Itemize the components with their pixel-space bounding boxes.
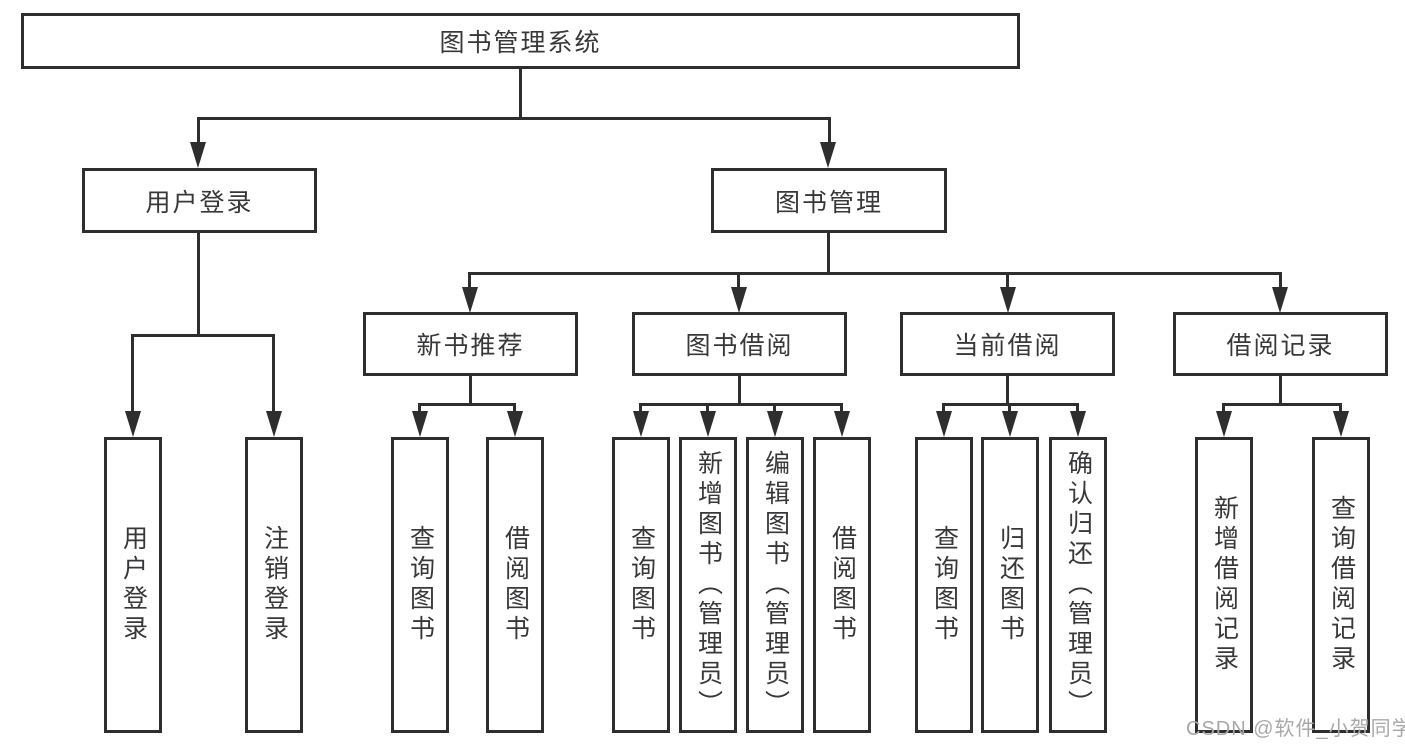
connector-line <box>737 275 740 289</box>
connector-line <box>942 406 945 414</box>
connector-line <box>197 117 831 120</box>
leaf-label: 用户登录 <box>119 525 148 645</box>
connector-line <box>513 406 516 414</box>
arrow-down-icon <box>1002 411 1018 437</box>
leaf-query-books-3: 查询图书 <box>915 437 973 733</box>
leaf-label: 查询图书 <box>406 525 435 645</box>
arrow-down-icon <box>1216 411 1232 437</box>
arrow-down-icon <box>1333 411 1349 437</box>
leaf-label: 确认归还（管理员） <box>1064 450 1093 720</box>
node-current-borrow: 当前借阅 <box>900 312 1115 376</box>
node-book-borrow: 图书借阅 <box>632 312 847 376</box>
arrow-down-icon <box>125 411 141 437</box>
leaf-label: 归还图书 <box>996 525 1025 645</box>
arrow-down-icon <box>1070 411 1086 437</box>
arrow-down-icon <box>731 287 747 313</box>
connector-line <box>828 120 831 144</box>
leaf-confirm-return-admin: 确认归还（管理员） <box>1049 437 1107 733</box>
arrow-down-icon <box>936 411 952 437</box>
connector-line <box>131 337 134 413</box>
leaf-add-books-admin: 新增图书（管理员） <box>679 437 737 733</box>
connector-line <box>418 406 421 414</box>
leaf-logout: 注销登录 <box>245 437 303 733</box>
watermark-text: CSDN @软件_小贺同学 <box>1186 718 1405 740</box>
leaf-label: 注销登录 <box>260 525 289 645</box>
leaf-label: 新增借阅记录 <box>1210 495 1239 675</box>
node-new-book-recommend: 新书推荐 <box>363 312 578 376</box>
leaf-borrow-books-2: 借阅图书 <box>813 437 871 733</box>
connector-line <box>639 403 843 406</box>
leaf-label: 查询图书 <box>930 525 959 645</box>
arrow-down-icon <box>633 411 649 437</box>
node-borrow-records: 借阅记录 <box>1173 312 1388 376</box>
connector-line <box>468 275 471 289</box>
connector-line <box>639 406 642 414</box>
connector-line <box>131 334 275 337</box>
leaf-query-books-1: 查询图书 <box>391 437 449 733</box>
connector-line <box>418 403 516 406</box>
leaf-label: 新增图书（管理员） <box>694 450 723 720</box>
leaf-return-books: 归还图书 <box>981 437 1039 733</box>
connector-line <box>197 120 200 144</box>
connector-line <box>1279 275 1282 289</box>
connector-line <box>840 406 843 414</box>
connector-line <box>197 233 200 336</box>
connector-line <box>738 376 741 405</box>
leaf-user-login: 用户登录 <box>104 437 162 733</box>
connector-line <box>1008 406 1011 414</box>
connector-line <box>1006 376 1009 405</box>
node-book-management: 图书管理 <box>711 168 947 233</box>
connector-line <box>1076 406 1079 414</box>
connector-line <box>827 233 830 275</box>
arrow-down-icon <box>190 142 206 168</box>
arrow-down-icon <box>1000 287 1016 313</box>
arrow-down-icon <box>767 411 783 437</box>
arrow-down-icon <box>1272 287 1288 313</box>
connector-line <box>469 376 472 405</box>
arrow-down-icon <box>834 411 850 437</box>
node-user-login: 用户登录 <box>82 168 317 233</box>
arrow-down-icon <box>700 411 716 437</box>
leaf-borrow-books-1: 借阅图书 <box>486 437 544 733</box>
leaf-edit-books-admin: 编辑图书（管理员） <box>746 437 804 733</box>
arrow-down-icon <box>462 287 478 313</box>
leaf-label: 借阅图书 <box>828 525 857 645</box>
connector-line <box>1339 406 1342 414</box>
arrow-down-icon <box>412 411 428 437</box>
leaf-label: 编辑图书（管理员） <box>761 450 790 720</box>
connector-line <box>706 406 709 414</box>
connector-line <box>1222 403 1342 406</box>
connector-line <box>773 406 776 414</box>
leaf-query-books-2: 查询图书 <box>612 437 670 733</box>
arrow-down-icon <box>507 411 523 437</box>
connector-line <box>468 272 1282 275</box>
connector-line <box>272 337 275 413</box>
connector-line <box>1222 406 1225 414</box>
leaf-label: 查询图书 <box>627 525 656 645</box>
leaf-add-borrow-record: 新增借阅记录 <box>1195 437 1253 733</box>
connector-line <box>519 68 522 118</box>
leaf-query-borrow-record: 查询借阅记录 <box>1312 437 1370 733</box>
arrow-down-icon <box>820 142 836 168</box>
leaf-label: 借阅图书 <box>501 525 530 645</box>
connector-line <box>942 403 1079 406</box>
leaf-label: 查询借阅记录 <box>1327 495 1356 675</box>
node-library-system: 图书管理系统 <box>21 13 1020 69</box>
arrow-down-icon <box>266 411 282 437</box>
connector-line <box>1279 376 1282 405</box>
connector-line <box>1006 275 1009 289</box>
